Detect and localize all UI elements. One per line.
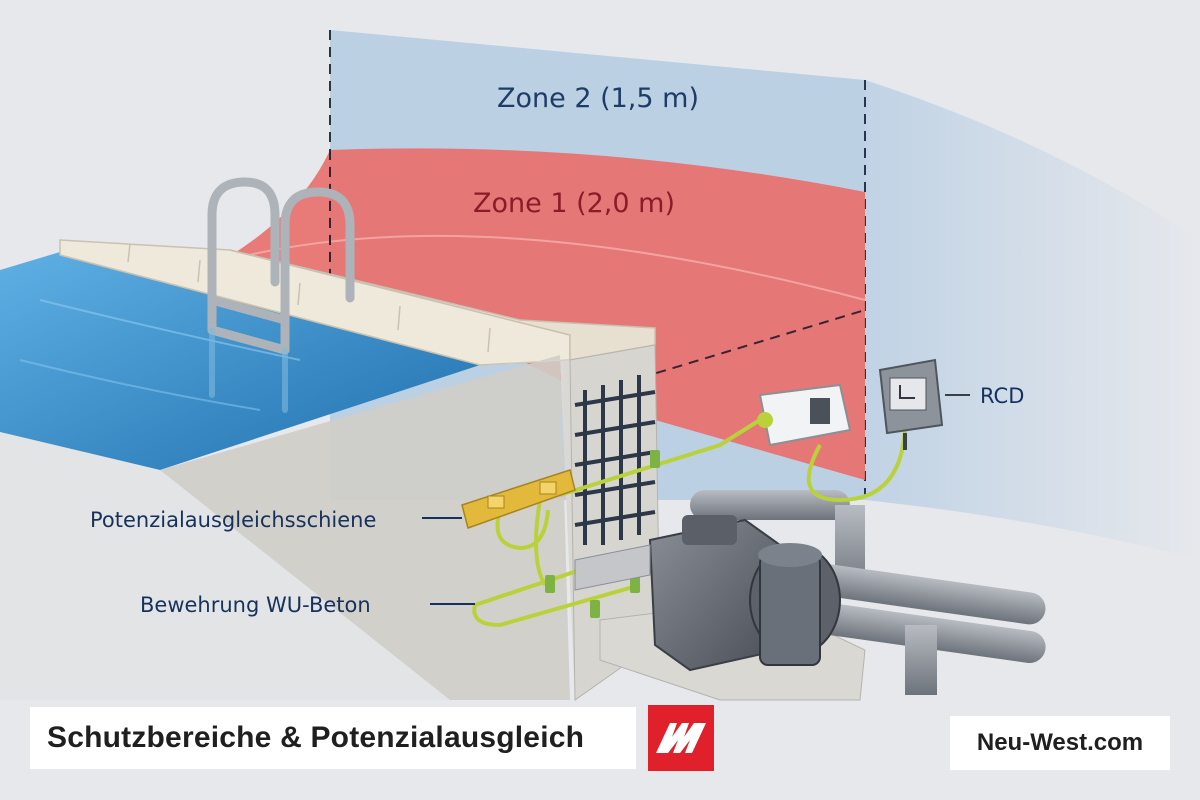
brand-logo-mark xyxy=(648,705,714,771)
title-banner: Schutzbereiche & Potenzialausgleich xyxy=(30,707,636,769)
busbar-label: Potenzialausgleichsschiene xyxy=(90,508,376,532)
zone-1-label: Zone 1 (2,0 m) xyxy=(473,188,675,219)
zone-2-label: Zone 2 (1,5 m) xyxy=(497,83,699,114)
brand-logo xyxy=(648,705,714,771)
diagram-title: Schutzbereiche & Potenzialausgleich xyxy=(47,721,584,755)
rebar-label: Bewehrung WU-Beton xyxy=(140,593,371,617)
rcd-label: RCD xyxy=(980,384,1024,408)
site-banner: Neu-West.com xyxy=(950,716,1170,770)
site-name: Neu-West.com xyxy=(977,729,1143,757)
